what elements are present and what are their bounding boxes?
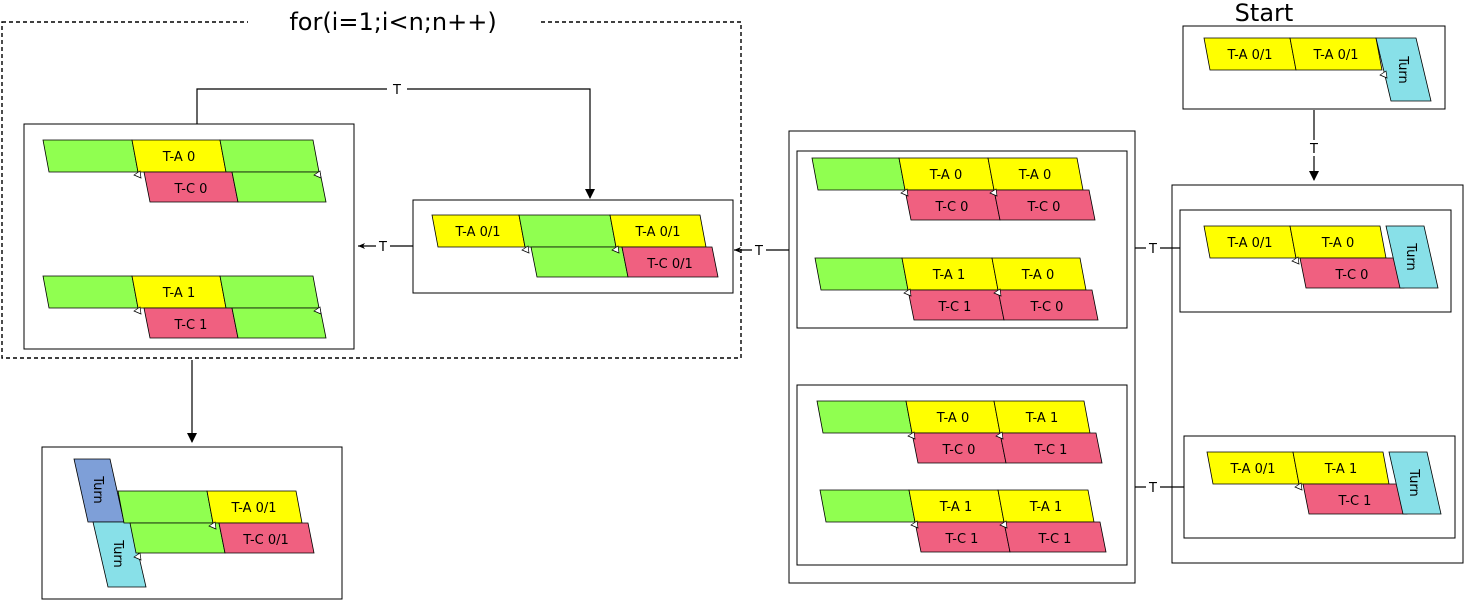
- right-row-bottom: T-A 0/1 T-A 1 T-C 1 Turn: [1206, 451, 1442, 515]
- edge-label: T: [378, 240, 387, 255]
- edge-label: T: [1309, 142, 1318, 157]
- turn-text: Turn: [1403, 242, 1418, 271]
- loop-label: for(i=1;i<n;n++): [289, 8, 496, 36]
- edge-label: T: [754, 244, 763, 259]
- edge-label-bg: [387, 81, 407, 97]
- loop-left-row-1: T-A 0 T-C 0: [42, 139, 327, 203]
- right-row-top: T-A 0/1 T-A 0 T-C 0 Turn: [1203, 225, 1439, 289]
- turn-text: Turn: [110, 539, 125, 568]
- loop-region: [1, 21, 742, 359]
- edge-label-bg: [1146, 240, 1160, 256]
- cell-text: T-A 1: [1025, 411, 1058, 426]
- cell-text: T-C 1: [1034, 443, 1068, 458]
- cell-text: T-A 1: [162, 286, 195, 301]
- middle-bottom-row-2: T-A 1 T-A 1 T-C 1 T-C 1: [819, 489, 1107, 553]
- cell-text: T-C 0: [942, 443, 976, 458]
- cell-text: T-A 0/1: [230, 501, 276, 516]
- final-row: Turn Turn T-A 0/1 T-C 0/1: [73, 458, 315, 588]
- loop-label-bg: [248, 6, 538, 38]
- middle-bottom-row-1: T-A 0 T-A 1 T-C 0 T-C 1: [816, 400, 1103, 464]
- cell-ta01-text: T-A 0/1: [1312, 48, 1358, 63]
- cell-ta01-text: T-A 0/1: [1226, 48, 1272, 63]
- cell-text: T-C 1: [945, 532, 979, 547]
- edge-label-bg: [1307, 140, 1321, 156]
- cell-text: T-C 0: [1030, 300, 1064, 315]
- start-row: T-A 0/1 T-A 0/1 Turn: [1203, 37, 1432, 102]
- cell-text: T-C 1: [174, 318, 208, 333]
- cell-text: T-C 1: [938, 300, 972, 315]
- cell-text: T-C 0: [1335, 268, 1369, 283]
- cell-text: T-A 1: [939, 500, 972, 515]
- cell-text: T-A 0: [936, 411, 969, 426]
- cell-text: T-C 0/1: [242, 533, 289, 548]
- turn-text: Turn: [90, 475, 105, 504]
- small-triangle: [1379, 70, 1388, 79]
- edge-label: T: [1148, 242, 1157, 257]
- middle-top-row-2: T-A 1 T-A 0 T-C 1 T-C 0: [814, 257, 1099, 321]
- cell-text: T-C 0: [1027, 200, 1061, 215]
- cell-text: T-C 0/1: [646, 257, 693, 272]
- cell-text: T-A 0: [1021, 268, 1054, 283]
- loop-left-row-2: T-A 1 T-C 1: [42, 275, 327, 339]
- cell-text: T-A 0: [162, 150, 195, 165]
- cell-text: T-A 1: [1324, 462, 1357, 477]
- cell-text: T-C 1: [1038, 532, 1072, 547]
- cell-text: T-A 1: [1029, 500, 1062, 515]
- cell-text: T-A 0/1: [454, 225, 500, 240]
- edge-label-bg: [1146, 479, 1160, 495]
- turn-cell: [1375, 37, 1432, 102]
- cell-text: T-A 0: [1018, 168, 1051, 183]
- edge-label: T: [392, 83, 401, 98]
- connector-marks: [133, 170, 1303, 561]
- cell-text: T-A 0: [1321, 236, 1354, 251]
- cell-text: T-A 1: [932, 268, 965, 283]
- cell-ta01: [1289, 37, 1383, 71]
- middle-top-row-1: T-A 0 T-A 0 T-C 0 T-C 0: [811, 157, 1096, 221]
- edge-label: T: [1148, 481, 1157, 496]
- turn-text: Turn: [1406, 468, 1421, 497]
- start-label: Start: [1235, 0, 1294, 27]
- cell-text: T-A 0/1: [1226, 236, 1272, 251]
- cell-text: T-A 0/1: [634, 225, 680, 240]
- turn-text: Turn: [1395, 55, 1410, 84]
- cell-text: T-A 0: [929, 168, 962, 183]
- cell-text: T-C 0: [174, 182, 208, 197]
- loop-center-row: T-A 0/1 T-A 0/1 T-C 0/1: [431, 214, 719, 278]
- cell-text: T-A 0/1: [1229, 462, 1275, 477]
- edge-label-bg: [376, 238, 390, 254]
- edge-label-bg: [752, 242, 766, 258]
- cell-text: T-C 0: [935, 200, 969, 215]
- cell-text: T-C 1: [1338, 494, 1372, 509]
